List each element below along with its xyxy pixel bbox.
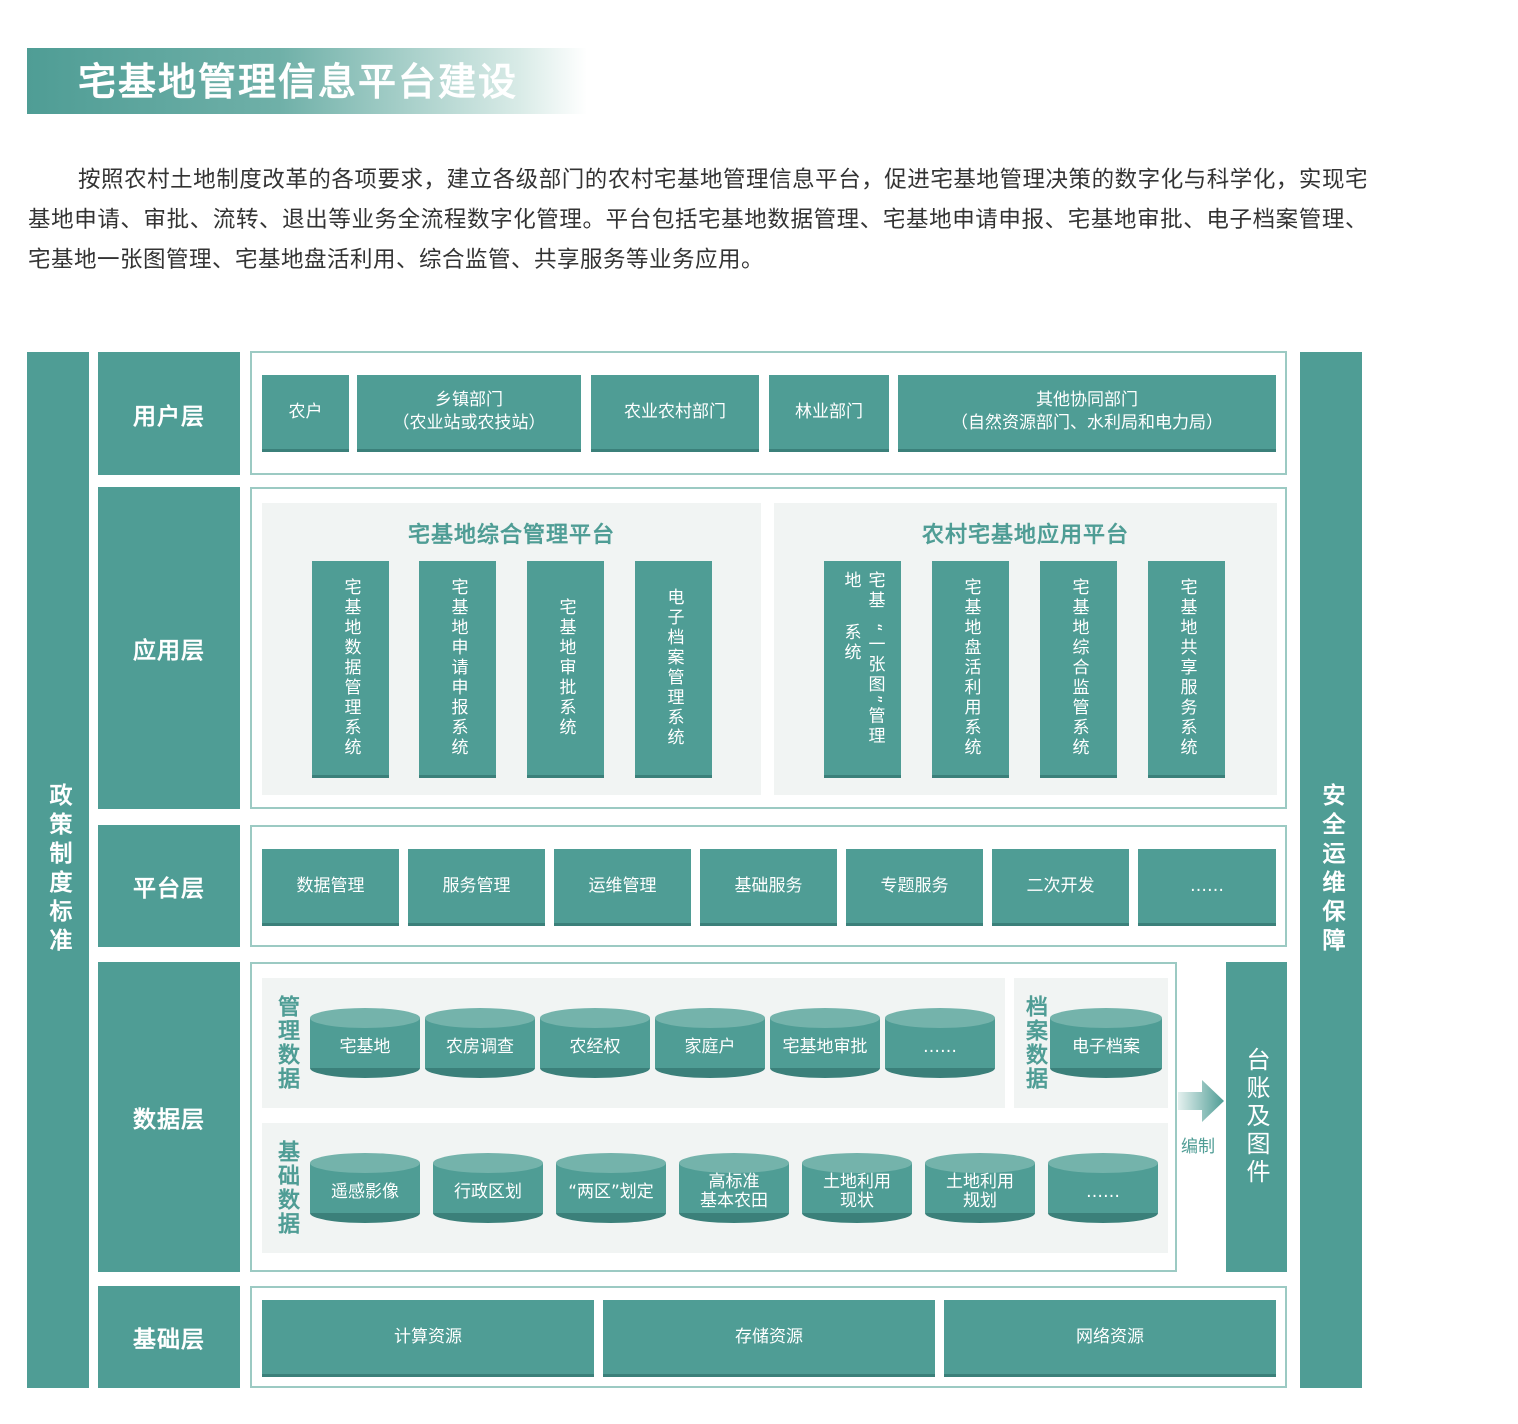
db-admin-division: 行政区划 [433, 1153, 543, 1223]
user-other-depts: 其他协同部门（自然资源部门、水利局和电力局） [898, 375, 1276, 449]
user-forestry-dept: 林业部门 [769, 375, 889, 449]
app-layer-frame: 宅基地综合管理平台 宅基地数据管理系统 宅基地申请申报系统 宅基地审批系统 电子… [250, 487, 1287, 809]
db-house-survey: 农房调查 [425, 1008, 535, 1078]
layer-label-data: 数据层 [98, 962, 240, 1272]
system-revitalization: 宅基地盘活利用系统 [932, 561, 1009, 775]
archive-data-panel: 档案数据 电子档案 [1014, 978, 1168, 1108]
platform-data-management: 数据管理 [262, 849, 399, 923]
db-mgmt-more: …… [885, 1008, 995, 1078]
system-data-management: 宅基地数据管理系统 [312, 561, 389, 775]
infra-layer-frame: 计算资源 存储资源 网络资源 [250, 1286, 1287, 1388]
page-title: 宅基地管理信息平台建设 [78, 60, 519, 104]
db-land-use-plan: 土地利用规划 [925, 1153, 1035, 1223]
platform-topic-service: 专题服务 [846, 849, 983, 923]
platform-ops-management: 运维管理 [554, 849, 691, 923]
system-e-archive: 电子档案管理系统 [635, 561, 712, 775]
layer-label-user: 用户层 [98, 352, 240, 475]
user-agri-dept: 农业农村部门 [591, 375, 759, 449]
layer-label-platform: 平台层 [98, 825, 240, 947]
db-approval: 宅基地审批 [770, 1008, 880, 1078]
mgmt-data-title: 管理数据 [274, 995, 299, 1091]
db-remote-sensing: 遥感影像 [310, 1153, 420, 1223]
side-bar-policy: 政策制度标准 [27, 352, 89, 1388]
side-bar-security: 安全运维保障 [1300, 352, 1362, 1388]
app-panel-integrated: 宅基地综合管理平台 宅基地数据管理系统 宅基地申请申报系统 宅基地审批系统 电子… [262, 503, 761, 795]
platform-service-management: 服务管理 [408, 849, 545, 923]
db-two-zones: “两区”划定 [556, 1153, 666, 1223]
layer-label-app: 应用层 [98, 487, 240, 809]
infra-network: 网络资源 [944, 1300, 1276, 1374]
db-household: 家庭户 [655, 1008, 765, 1078]
app-panel-rural: 农村宅基地应用平台 宅基地“一张图”管理系统 宅基地盘活利用系统 宅基地综合监管… [774, 503, 1277, 795]
system-shared-service: 宅基地共享服务系统 [1148, 561, 1225, 775]
base-data-panel: 基础数据 遥感影像 行政区划 “两区”划定 高标准基本农田 土地利用现状 土地利… [262, 1123, 1168, 1253]
panel-title-rural: 农村宅基地应用平台 [921, 523, 1129, 548]
archive-data-title: 档案数据 [1022, 995, 1047, 1091]
data-layer-frame: 管理数据 宅基地 农房调查 农经权 家庭户 宅基地审批 …… 档案数据 [250, 962, 1177, 1272]
ledger-and-maps-box: 台账及图件 [1226, 962, 1287, 1272]
platform-base-service: 基础服务 [700, 849, 837, 923]
user-farmer: 农户 [262, 375, 349, 449]
user-township: 乡镇部门（农业站或农技站） [357, 375, 581, 449]
system-supervision: 宅基地综合监管系统 [1040, 561, 1117, 775]
system-one-map: 宅基地“一张图”管理系统 [824, 561, 901, 775]
system-application-filing: 宅基地申请申报系统 [419, 561, 496, 775]
db-land-use-status: 土地利用现状 [802, 1153, 912, 1223]
compile-label: 编制 [1181, 1137, 1215, 1157]
system-approval: 宅基地审批系统 [527, 561, 604, 775]
layer-label-infra: 基础层 [98, 1286, 240, 1388]
platform-secondary-dev: 二次开发 [992, 849, 1129, 923]
intro-paragraph: 按照农村土地制度改革的各项要求，建立各级部门的农村宅基地管理信息平台，促进宅基地… [28, 167, 1368, 273]
platform-layer-frame: 数据管理 服务管理 运维管理 基础服务 专题服务 二次开发 …… [250, 825, 1287, 947]
panel-title-integrated: 宅基地综合管理平台 [407, 523, 615, 548]
infra-compute: 计算资源 [262, 1300, 594, 1374]
title-banner [27, 48, 587, 114]
base-data-title: 基础数据 [274, 1140, 299, 1236]
user-layer-frame: 农户 乡镇部门（农业站或农技站） 农业农村部门 林业部门 其他协同部门（自然资源… [250, 351, 1287, 475]
db-land-contract: 农经权 [540, 1008, 650, 1078]
compile-arrow-icon [1178, 1080, 1224, 1122]
platform-more: …… [1138, 849, 1276, 923]
db-e-archive: 电子档案 [1050, 1008, 1162, 1078]
db-homestead: 宅基地 [310, 1008, 420, 1078]
db-base-more: …… [1048, 1153, 1158, 1223]
infra-storage: 存储资源 [603, 1300, 935, 1374]
db-farmland: 高标准基本农田 [679, 1153, 789, 1223]
mgmt-data-panel: 管理数据 宅基地 农房调查 农经权 家庭户 宅基地审批 …… [262, 978, 1005, 1108]
